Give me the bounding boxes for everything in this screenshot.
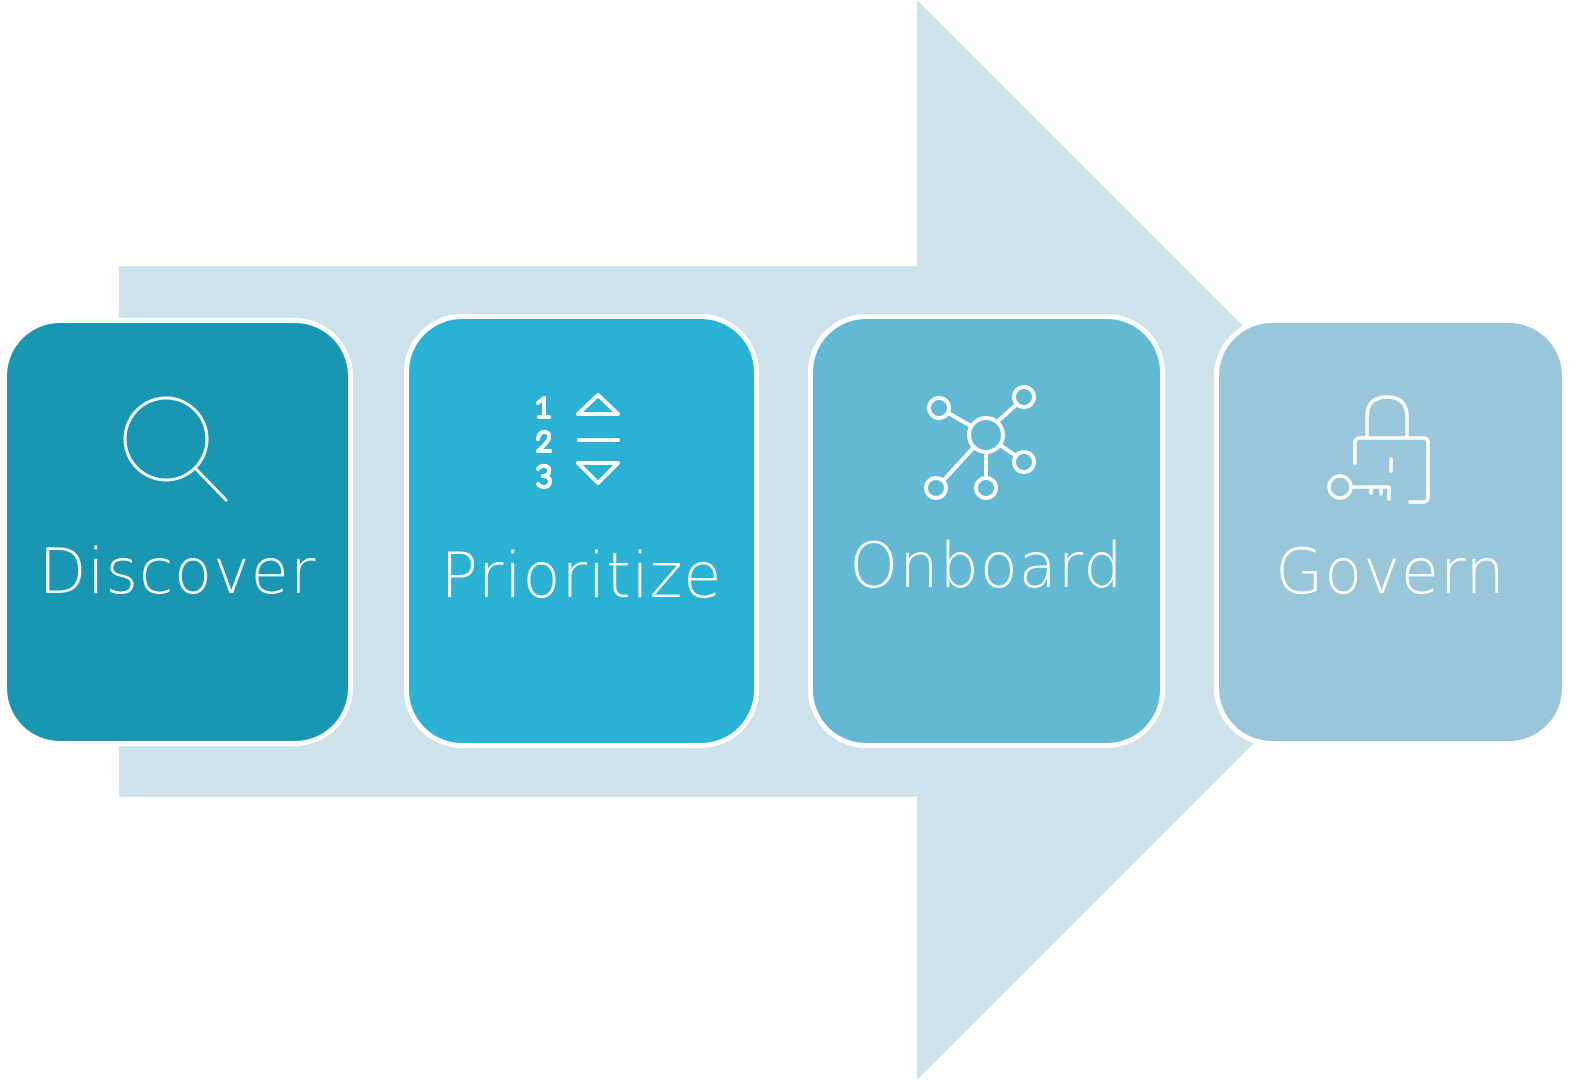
arrow-shape bbox=[119, 0, 1457, 1080]
step-prioritize: Prioritize bbox=[404, 314, 759, 748]
network-nodes-icon bbox=[923, 385, 1036, 500]
step-label: Govern bbox=[1275, 535, 1506, 608]
step-discover: Discover bbox=[2, 318, 353, 746]
ranked-list-icon bbox=[535, 393, 620, 489]
step-label: Discover bbox=[38, 535, 317, 608]
step-label: Onboard bbox=[849, 529, 1124, 602]
step-onboard: Onboard bbox=[808, 314, 1165, 748]
step-govern: Govern bbox=[1214, 318, 1567, 746]
magnifier-icon bbox=[123, 396, 227, 502]
lock-and-key-icon bbox=[1326, 395, 1430, 504]
step-label: Prioritize bbox=[440, 539, 723, 612]
